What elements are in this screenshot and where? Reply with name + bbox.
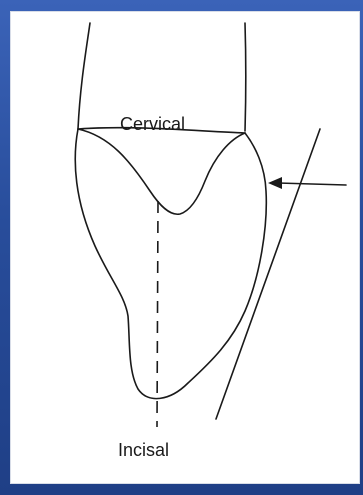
arrow-head-icon xyxy=(268,177,282,189)
cingulum-curve xyxy=(78,129,245,214)
arrow-shaft xyxy=(278,183,346,185)
cervical-label: Cervical xyxy=(120,114,185,135)
reference-line xyxy=(216,129,320,419)
root-left-edge xyxy=(78,23,90,129)
long-axis-dashed-line xyxy=(157,201,158,427)
root-right-edge xyxy=(245,23,246,131)
incisal-label: Incisal xyxy=(118,440,169,461)
tooth-diagram xyxy=(10,11,360,484)
diagram-panel: Cervical Incisal xyxy=(10,11,360,484)
